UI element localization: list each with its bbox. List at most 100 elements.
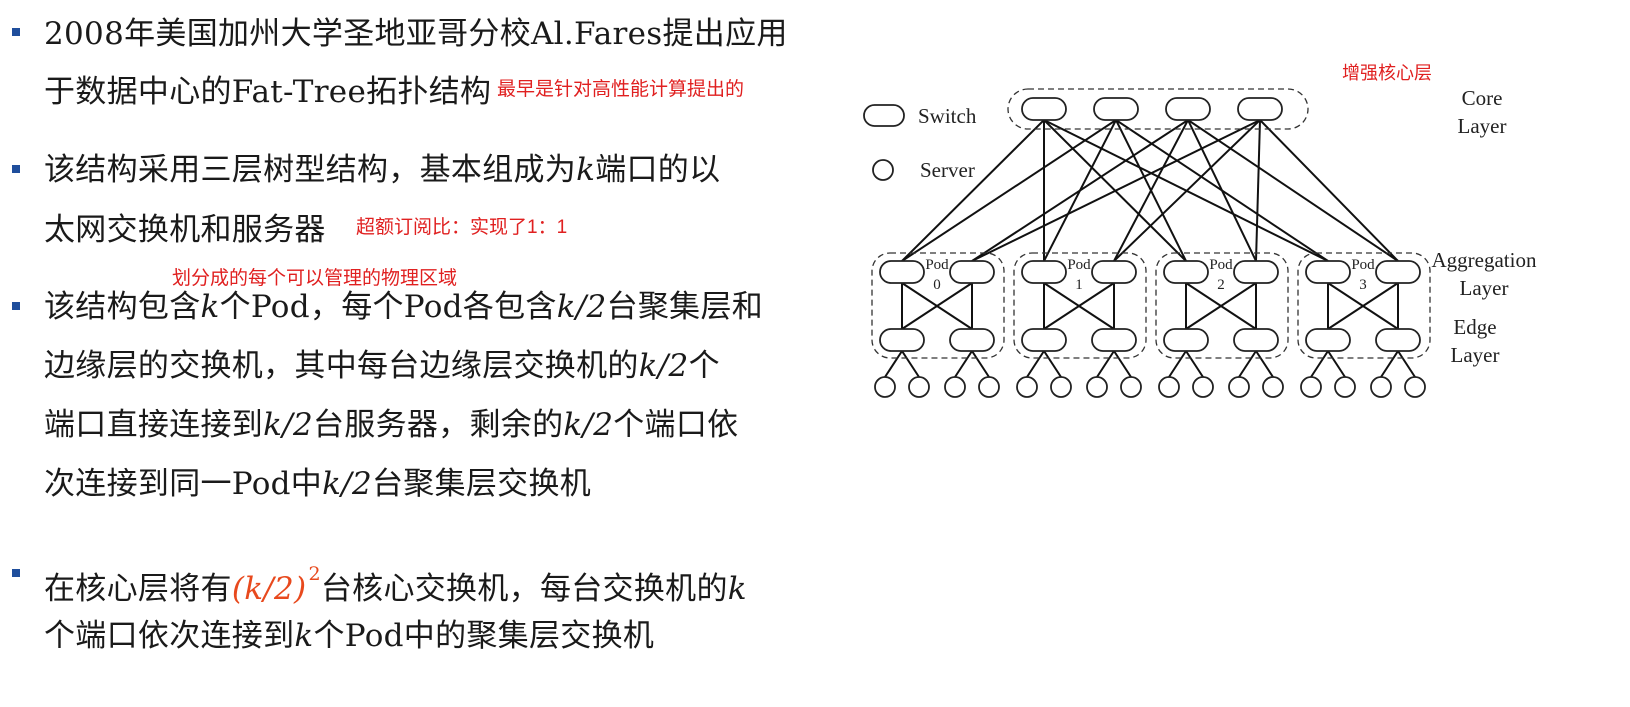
aggregation-switch bbox=[1233, 260, 1279, 284]
text-segment: 个Pod中的聚集层交换机 bbox=[313, 618, 655, 654]
aggregation-switch bbox=[1163, 260, 1209, 284]
bullet-marker-3 bbox=[12, 302, 20, 310]
core-agg-link bbox=[971, 119, 1189, 262]
note-core-enhanced: 增强核心层 bbox=[1342, 63, 1432, 83]
bullet-1-line-2: 于数据中心的Fat-Tree拓扑结构 bbox=[44, 74, 492, 110]
edge-switch bbox=[1091, 328, 1137, 352]
core-agg-link bbox=[971, 119, 1261, 262]
edge-switch bbox=[949, 328, 995, 352]
bullet-3-line-4: 次连接到同一Pod中k/2台聚集层交换机 bbox=[44, 464, 591, 504]
text-segment: 个 bbox=[688, 348, 720, 384]
text-segment: 个端口依次连接到 bbox=[44, 618, 295, 654]
bullet-2-line-1: 该结构采用三层树型结构，基本组成为k端口的以 bbox=[44, 150, 720, 190]
agg-edge-link bbox=[1185, 282, 1257, 330]
bullet-1-line-1: 2008年美国加州大学圣地亚哥分校Al.Fares提出应用 bbox=[44, 16, 788, 52]
diagram-nodes bbox=[874, 97, 1426, 398]
server-node bbox=[1192, 376, 1214, 398]
formula-exponent: 2 bbox=[308, 563, 321, 585]
server-node bbox=[978, 376, 1000, 398]
edge-server-link bbox=[1397, 350, 1416, 378]
note-oversubscription: 超额订阅比：实现了1：1 bbox=[356, 217, 568, 238]
text-segment: 台聚集层和 bbox=[606, 289, 764, 325]
math-k-half: k/2 bbox=[563, 407, 614, 443]
core-layer-label-1: Core bbox=[1462, 86, 1503, 110]
aggregation-switch bbox=[1021, 260, 1067, 284]
edge-server-link bbox=[1168, 350, 1187, 378]
core-agg-link bbox=[1113, 119, 1189, 262]
aggregation-layer-label-1: Aggregation bbox=[1432, 248, 1537, 272]
text-segment: 个端口依 bbox=[613, 407, 739, 443]
edge-switch bbox=[1233, 328, 1279, 352]
text-segment: 边缘层的交换机，其中每台边缘层交换机的 bbox=[44, 348, 639, 384]
core-agg-link bbox=[901, 119, 1117, 262]
core-agg-link bbox=[1255, 119, 1261, 262]
math-k-half: k/2 bbox=[638, 348, 689, 384]
formula-k-half: (k/2) bbox=[231, 571, 307, 607]
server-node bbox=[1158, 376, 1180, 398]
edge-server-link bbox=[1238, 350, 1257, 378]
text-segment: 个Pod，每个Pod各包含 bbox=[219, 289, 557, 325]
edge-switch bbox=[1305, 328, 1351, 352]
edge-switch bbox=[1163, 328, 1209, 352]
core-layer-label-2: Layer bbox=[1458, 114, 1507, 138]
legend-server-label: Server bbox=[920, 158, 975, 182]
diagram-frames bbox=[871, 88, 1431, 359]
edge-layer-label-2: Layer bbox=[1451, 343, 1500, 367]
text-segment: 台核心交换机，每台交换机的 bbox=[320, 571, 728, 607]
server-node bbox=[1050, 376, 1072, 398]
core-switch bbox=[1237, 97, 1283, 121]
edge-server-link bbox=[971, 350, 990, 378]
server-node bbox=[1016, 376, 1038, 398]
diagram-links bbox=[884, 119, 1416, 378]
server-node bbox=[944, 376, 966, 398]
pod-label: Pod bbox=[1067, 257, 1091, 273]
edge-server-link bbox=[954, 350, 973, 378]
core-agg-link bbox=[901, 119, 1045, 262]
server-node bbox=[1228, 376, 1250, 398]
bullet-4-line-1: 在核心层将有(k/2)2台核心交换机，每台交换机的k bbox=[44, 554, 747, 609]
math-k-half: k/2 bbox=[263, 407, 313, 443]
math-k-half: k/2 bbox=[322, 466, 372, 502]
bullet-3-line-1: 该结构包含k个Pod，每个Pod各包含k/2台聚集层和 bbox=[44, 287, 763, 327]
edge-server-link bbox=[1113, 350, 1132, 378]
edge-layer-label-1: Edge bbox=[1453, 315, 1496, 339]
edge-server-link bbox=[1043, 350, 1062, 378]
note-pod-definition: 划分成的每个可以管理的物理区域 bbox=[172, 268, 458, 289]
text-segment: 该结构包含 bbox=[44, 289, 201, 325]
edge-server-link bbox=[1380, 350, 1399, 378]
agg-edge-link bbox=[901, 282, 973, 330]
bullet-4-line-2: 个端口依次连接到k个Pod中的聚集层交换机 bbox=[44, 616, 654, 656]
server-node bbox=[1334, 376, 1356, 398]
aggregation-switch bbox=[949, 260, 995, 284]
pod-label: Pod bbox=[1209, 257, 1233, 273]
aggregation-layer-label-2: Layer bbox=[1460, 276, 1509, 300]
server-node bbox=[1262, 376, 1284, 398]
text-segment: 在核心层将有 bbox=[44, 571, 232, 607]
edge-server-link bbox=[884, 350, 903, 378]
pod-label: Pod bbox=[925, 257, 949, 273]
edge-server-link bbox=[1096, 350, 1115, 378]
edge-switch bbox=[879, 328, 925, 352]
agg-edge-link bbox=[1043, 282, 1115, 330]
bullet-marker-4 bbox=[12, 569, 20, 577]
text-segment: 端口直接连接到 bbox=[44, 407, 264, 443]
text-segment: 该结构采用三层树型结构，基本组成为 bbox=[44, 152, 577, 188]
aggregation-switch bbox=[1091, 260, 1137, 284]
bullet-marker-2 bbox=[12, 165, 20, 173]
edge-switch bbox=[1021, 328, 1067, 352]
aggregation-switch bbox=[1305, 260, 1351, 284]
core-agg-link bbox=[1187, 119, 1399, 262]
bullet-marker-1 bbox=[12, 28, 20, 36]
math-k: k bbox=[294, 618, 314, 654]
edge-server-link bbox=[1255, 350, 1274, 378]
math-k: k bbox=[727, 571, 747, 607]
edge-switch bbox=[1375, 328, 1421, 352]
legend-switch-label: Switch bbox=[918, 104, 977, 128]
server-node bbox=[1404, 376, 1426, 398]
server-node bbox=[1370, 376, 1392, 398]
pod-number: 0 bbox=[933, 277, 941, 293]
text-segment: 端口的以 bbox=[595, 152, 721, 188]
edge-server-link bbox=[1185, 350, 1204, 378]
core-agg-link bbox=[1259, 119, 1399, 262]
